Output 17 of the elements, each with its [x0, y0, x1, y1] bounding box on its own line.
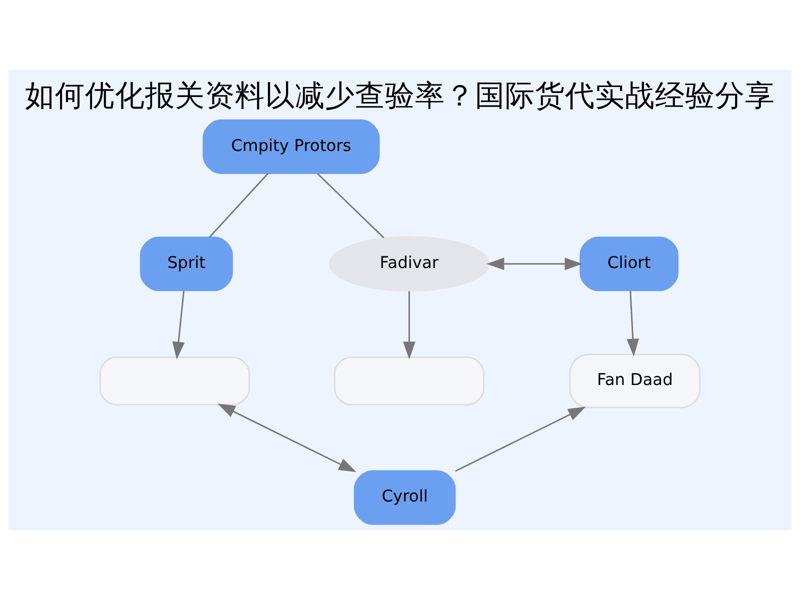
diagram-title: 如何优化报关资料以减少查验率？国际货代实战经验分享	[25, 78, 775, 112]
connector	[316, 173, 384, 238]
arrow	[626, 290, 640, 356]
node-box	[334, 356, 484, 406]
arrow	[218, 404, 356, 472]
connector	[209, 173, 268, 238]
arrow	[486, 258, 582, 270]
node-ellipse: Fadivar	[328, 236, 490, 292]
node-box: Fan Daad	[569, 354, 701, 408]
node-box: Cyroll	[354, 470, 456, 525]
node-box: Cmpity Protors	[202, 119, 380, 174]
arrow	[455, 406, 586, 472]
arrow	[403, 291, 416, 360]
node-box	[99, 356, 250, 406]
node-box: Sprit	[140, 236, 233, 292]
arrow	[172, 290, 185, 360]
node-box: Cliort	[580, 236, 678, 292]
